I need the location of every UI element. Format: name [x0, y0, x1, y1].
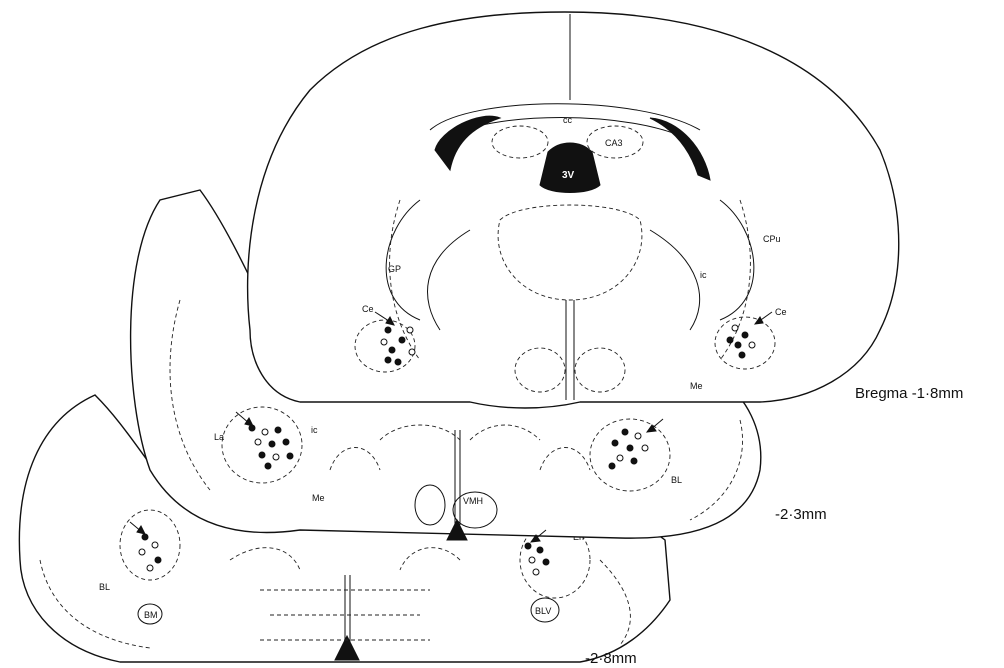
region-label-bl-right: BL: [671, 475, 682, 485]
region-label-3v: 3V: [562, 170, 575, 181]
region-label-bm: BM: [144, 610, 158, 620]
region-label-ce-right: Ce: [775, 307, 787, 317]
region-label-ic-mid: ic: [311, 425, 318, 435]
region-label-la: La: [214, 432, 224, 442]
region-label-ca3: CA3: [605, 138, 623, 148]
region-label-bl-left: BL: [99, 582, 110, 592]
region-label-cc: cc: [563, 115, 573, 125]
region-label-gp: GP: [388, 264, 401, 274]
level-label-2-3mm: -2·3mm: [775, 506, 827, 523]
region-label-blv: BLV: [535, 606, 551, 616]
region-label-cpu: CPu: [763, 234, 781, 244]
section-top: cc CA3 3V CPu GP ic Ce Ce Me Bregma -1·8…: [248, 12, 964, 408]
region-label-me-mid: Me: [312, 493, 325, 503]
region-label-ce-left: Ce: [362, 304, 374, 314]
region-label-me-right: Me: [690, 381, 703, 391]
level-label-2-8mm: -2·8mm: [585, 650, 637, 667]
region-label-vmh: VMH: [463, 496, 483, 506]
region-label-ic-top: ic: [700, 270, 707, 280]
level-label-bregma-1-8mm: Bregma -1·8mm: [855, 385, 963, 402]
